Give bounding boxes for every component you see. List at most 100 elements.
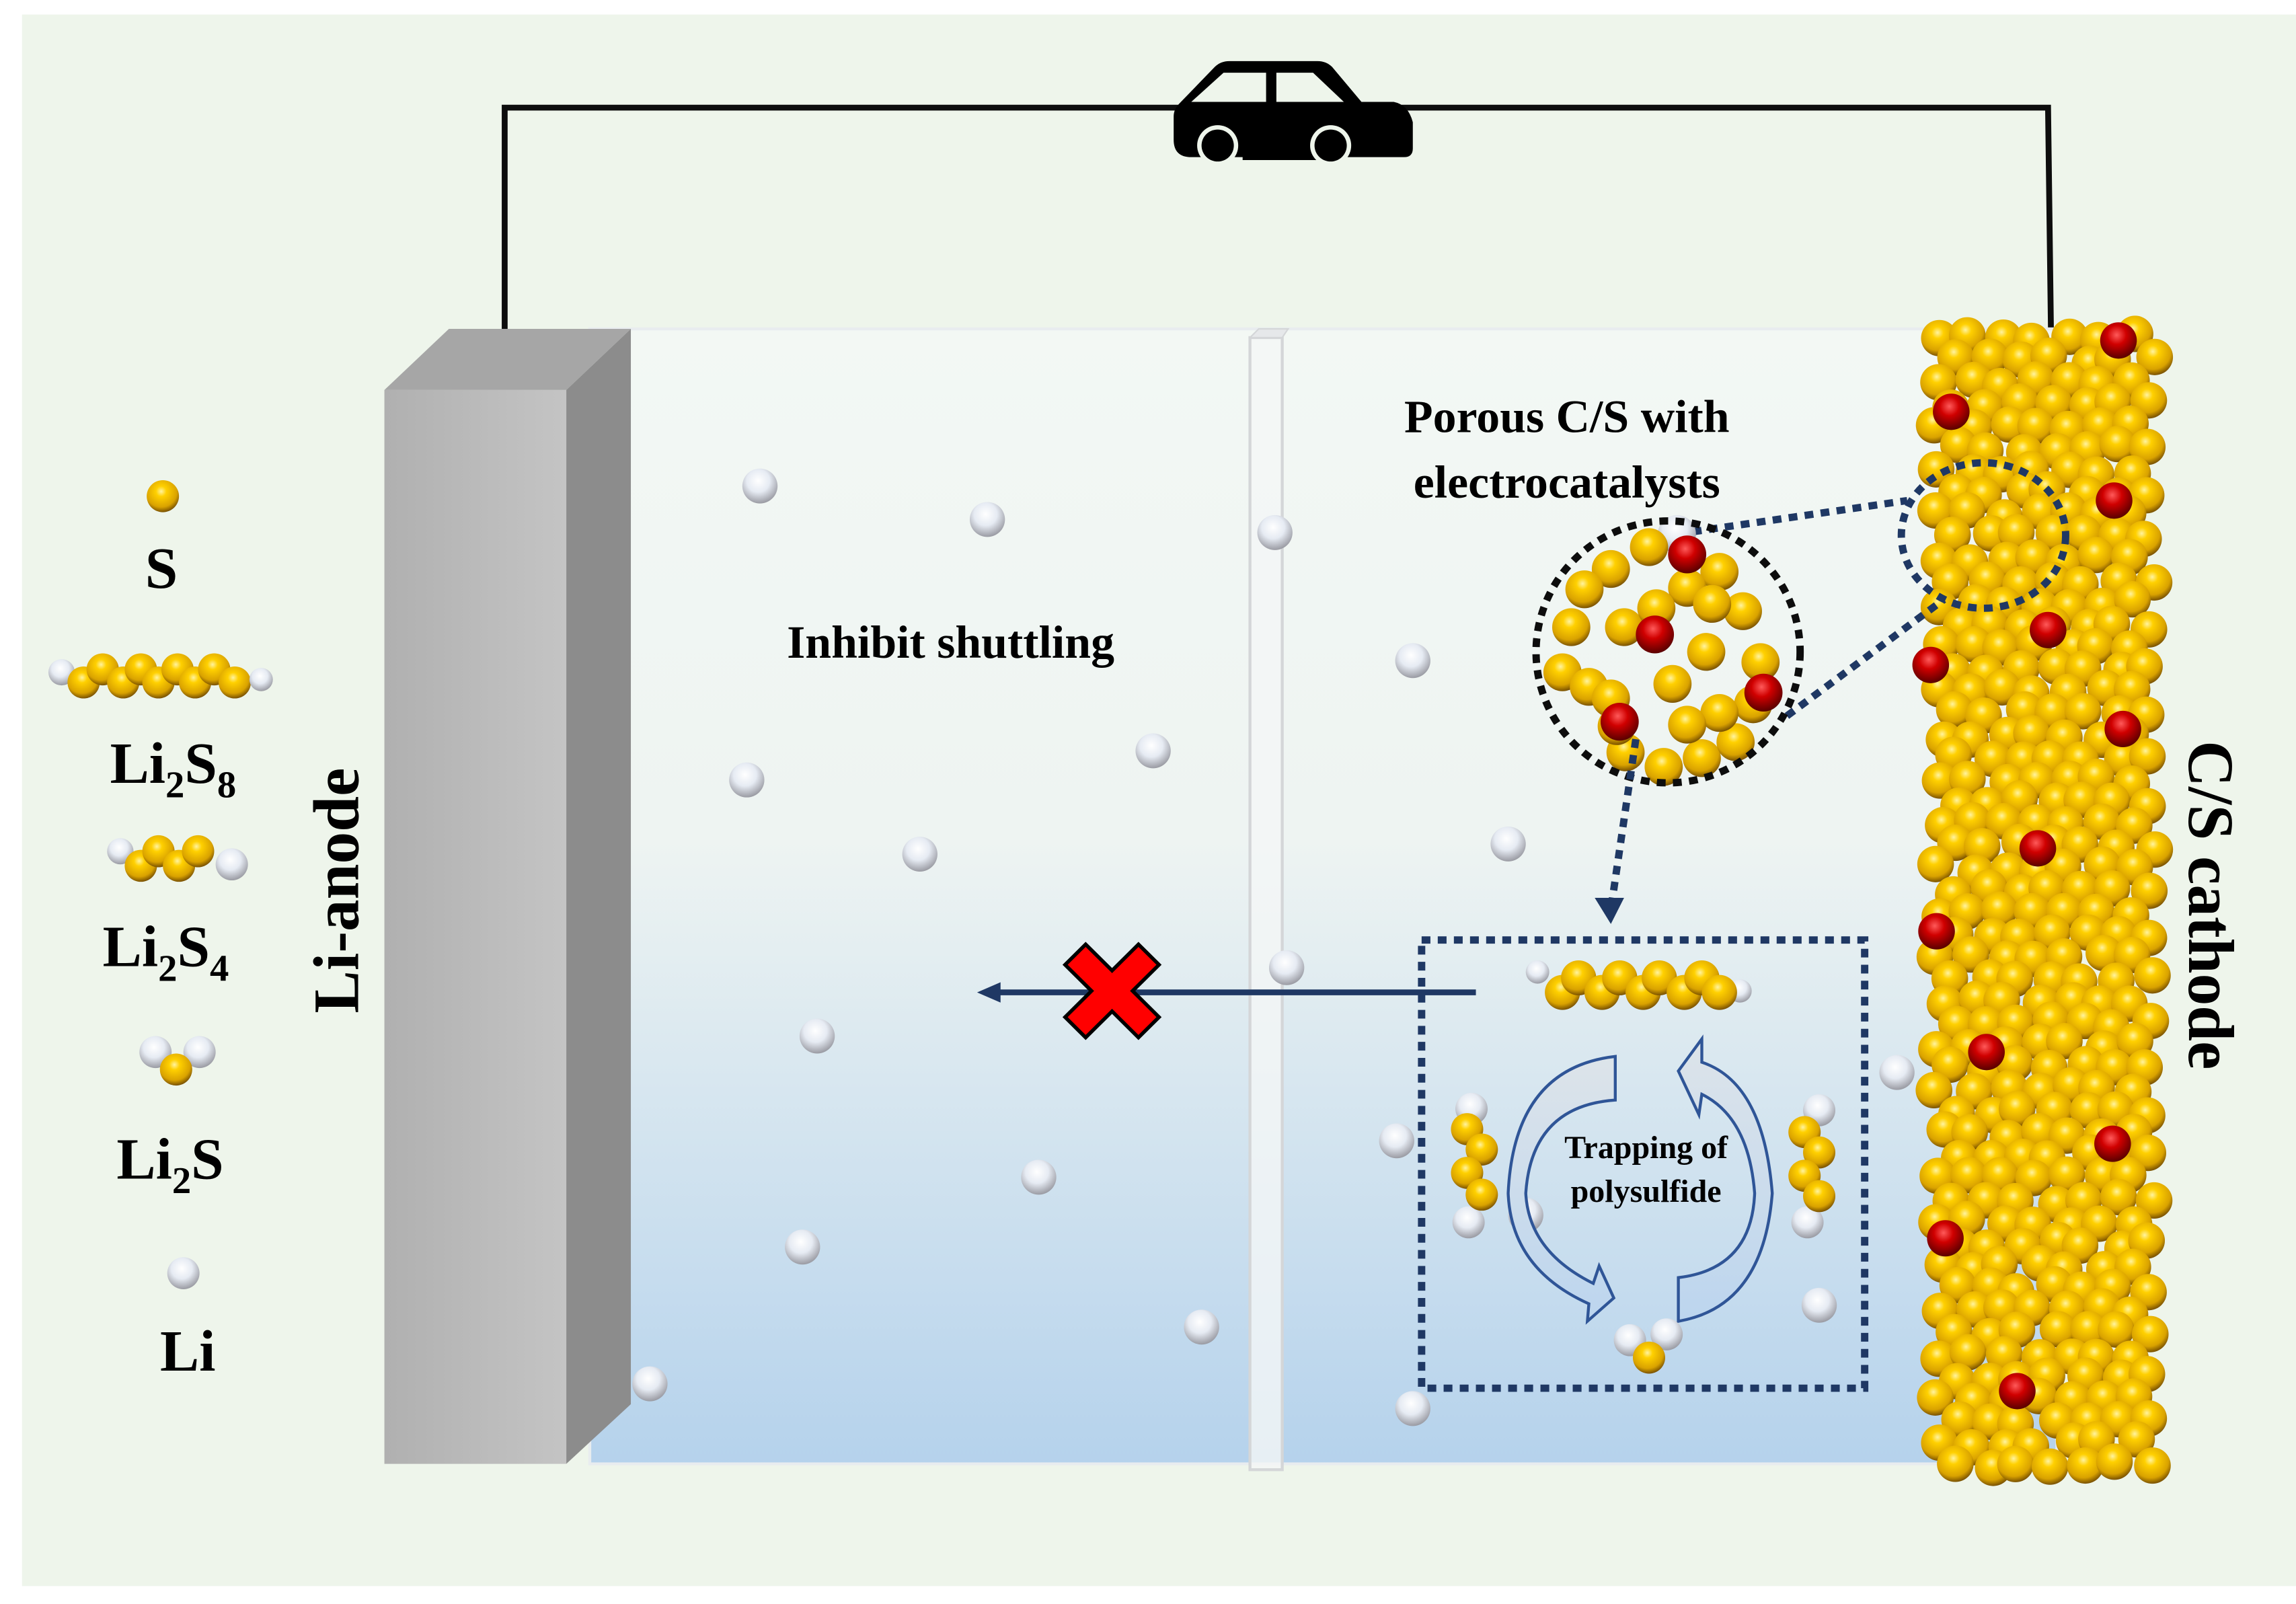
porous-sulfur-atom [1653, 664, 1692, 703]
legend-li2s-icon [183, 1036, 216, 1069]
inhibit-shuttling-label: Inhibit shuttling [787, 617, 1114, 669]
cathode-sulfur-atom [2135, 1182, 2173, 1219]
shuttle-arrowhead [977, 982, 1001, 1003]
porous-sulfur-atom [1552, 608, 1591, 646]
porous-sulfur-atom [1630, 528, 1669, 566]
cathode-sulfur-atom [2118, 1421, 2155, 1458]
porous-sulfur-atom [1683, 739, 1721, 777]
cycle-arrow-left [1506, 1055, 1617, 1325]
porous-sulfur-atom [1644, 748, 1683, 786]
porous-sulfur-atom [1687, 633, 1726, 671]
cathode-sulfur-atom [2067, 1447, 2104, 1484]
cathode-sulfur-atom [2070, 1311, 2107, 1348]
cathode-sulfur-atom [2134, 957, 2171, 994]
cathode-sulfur-atom [2085, 935, 2122, 972]
porous-sulfur-atom [1565, 570, 1604, 609]
lithium-ion [1268, 950, 1305, 985]
red-x-icon [1062, 942, 1162, 1040]
cathode-sulfur-atom [2099, 426, 2137, 463]
porous-catalyst-atom [1744, 673, 1783, 712]
sulfur-atom [1465, 1133, 1498, 1166]
sulfur-atom [1803, 1136, 1836, 1169]
cathode-sulfur-atom [2129, 738, 2166, 775]
legend-li2s8-icon [219, 666, 252, 699]
cathode-sulfur-atom [2131, 1315, 2169, 1352]
cathode-sulfur-atom [1998, 1090, 2036, 1127]
cathode-sulfur-atom [2136, 338, 2174, 375]
legend-li2s4-icon [182, 835, 215, 868]
catalyst-atom [1968, 1034, 2005, 1071]
porous-sulfur-atom [1700, 694, 1739, 732]
magnify-connector-bottom [1784, 597, 1946, 719]
cathode-sulfur-atom [1983, 669, 2021, 706]
trapped-polysulfides [1451, 960, 1836, 1374]
trapping-box [1418, 936, 1869, 1392]
porous-label-line2: electrocatalysts [1414, 457, 1720, 508]
cathode-sulfur-atom [2064, 693, 2102, 730]
cathode-label: C/S cathode [2175, 740, 2246, 1069]
legend-s-icon [147, 480, 180, 512]
lithium-atom [1650, 1318, 1683, 1350]
catalyst-atom [2094, 1125, 2131, 1162]
separator [1248, 328, 1290, 1472]
legend [48, 480, 273, 1289]
catalyst-atom [1933, 393, 1970, 430]
lithium-ion [1379, 1123, 1414, 1159]
sulfur-atom [1701, 975, 1737, 1010]
lithium-atom [1452, 1206, 1485, 1239]
cycle-arrows [1506, 1034, 1774, 1325]
legend-label-li: Li [160, 1319, 215, 1383]
porous-catalyst-atom [1668, 535, 1707, 574]
lithium-ion [902, 837, 937, 872]
porous-sulfur-atom [1700, 553, 1739, 591]
cathode-sulfur-atom [1949, 1334, 1987, 1371]
car-icon [1174, 61, 1413, 166]
porous-sulfur-atom [1716, 723, 1755, 761]
cathode-sulfur-atom [2096, 1443, 2133, 1480]
lithium-ion [1135, 733, 1171, 769]
zoom-to-trapping-arrowhead [1595, 897, 1624, 924]
cathode-sulfur-atom [1997, 1445, 2034, 1482]
sulfur-atom [1632, 1341, 1665, 1374]
legend-li2s-icon [159, 1053, 192, 1086]
catalyst-atom [1927, 1220, 1964, 1257]
porous-sulfur-atom [1693, 584, 1732, 623]
lithium-ion [1257, 514, 1293, 550]
lithium-atom [1525, 960, 1549, 984]
porous-cs-zoom [1543, 514, 1783, 786]
catalyst-atom [1912, 646, 1950, 683]
lithium-ion [1395, 643, 1430, 679]
porous-catalyst-atom [1600, 703, 1639, 741]
cycle-arrow-right [1677, 1034, 1774, 1324]
cathode-sulfur-atom [1937, 1445, 1974, 1482]
lithium-ion [785, 1229, 820, 1265]
legend-label-li2s4: Li2S4 [103, 915, 229, 989]
lithium-ion [799, 1018, 835, 1054]
li-anode [384, 328, 632, 1464]
cathode-sulfur-atom [2046, 1022, 2083, 1060]
cathode-sulfur-atom [2039, 1311, 2077, 1348]
lithium-ion [742, 468, 778, 504]
cathode-sulfur-atom [2098, 1311, 2135, 1348]
cathode-sulfur-atom [1917, 845, 1954, 882]
legend-label-li2s8: Li2S8 [110, 731, 237, 806]
porous-sulfur-atom [1724, 592, 1762, 630]
porous-sulfur-atom [1591, 549, 1630, 588]
legend-li2s4-icon [215, 848, 248, 880]
porous-sulfur-atom [1741, 643, 1780, 681]
sulfur-atom [1803, 1180, 1836, 1213]
legend-li-icon [167, 1257, 200, 1289]
lithium-ion [1021, 1159, 1057, 1195]
lithium-ion [1490, 826, 1526, 862]
catalyst-atom [2104, 710, 2141, 748]
sulfur-atom [1465, 1178, 1498, 1211]
lithium-ion [729, 762, 765, 798]
anode-label: Li-anode [301, 768, 372, 1014]
cathode-sulfur-atom [2129, 428, 2166, 465]
cathode-sulfur-atom [1917, 1379, 1954, 1416]
cathode-sulfur-atom [2114, 581, 2151, 618]
cathode-sulfur-atom [1991, 406, 2028, 443]
cathode-sulfur-atom [1955, 626, 1993, 663]
